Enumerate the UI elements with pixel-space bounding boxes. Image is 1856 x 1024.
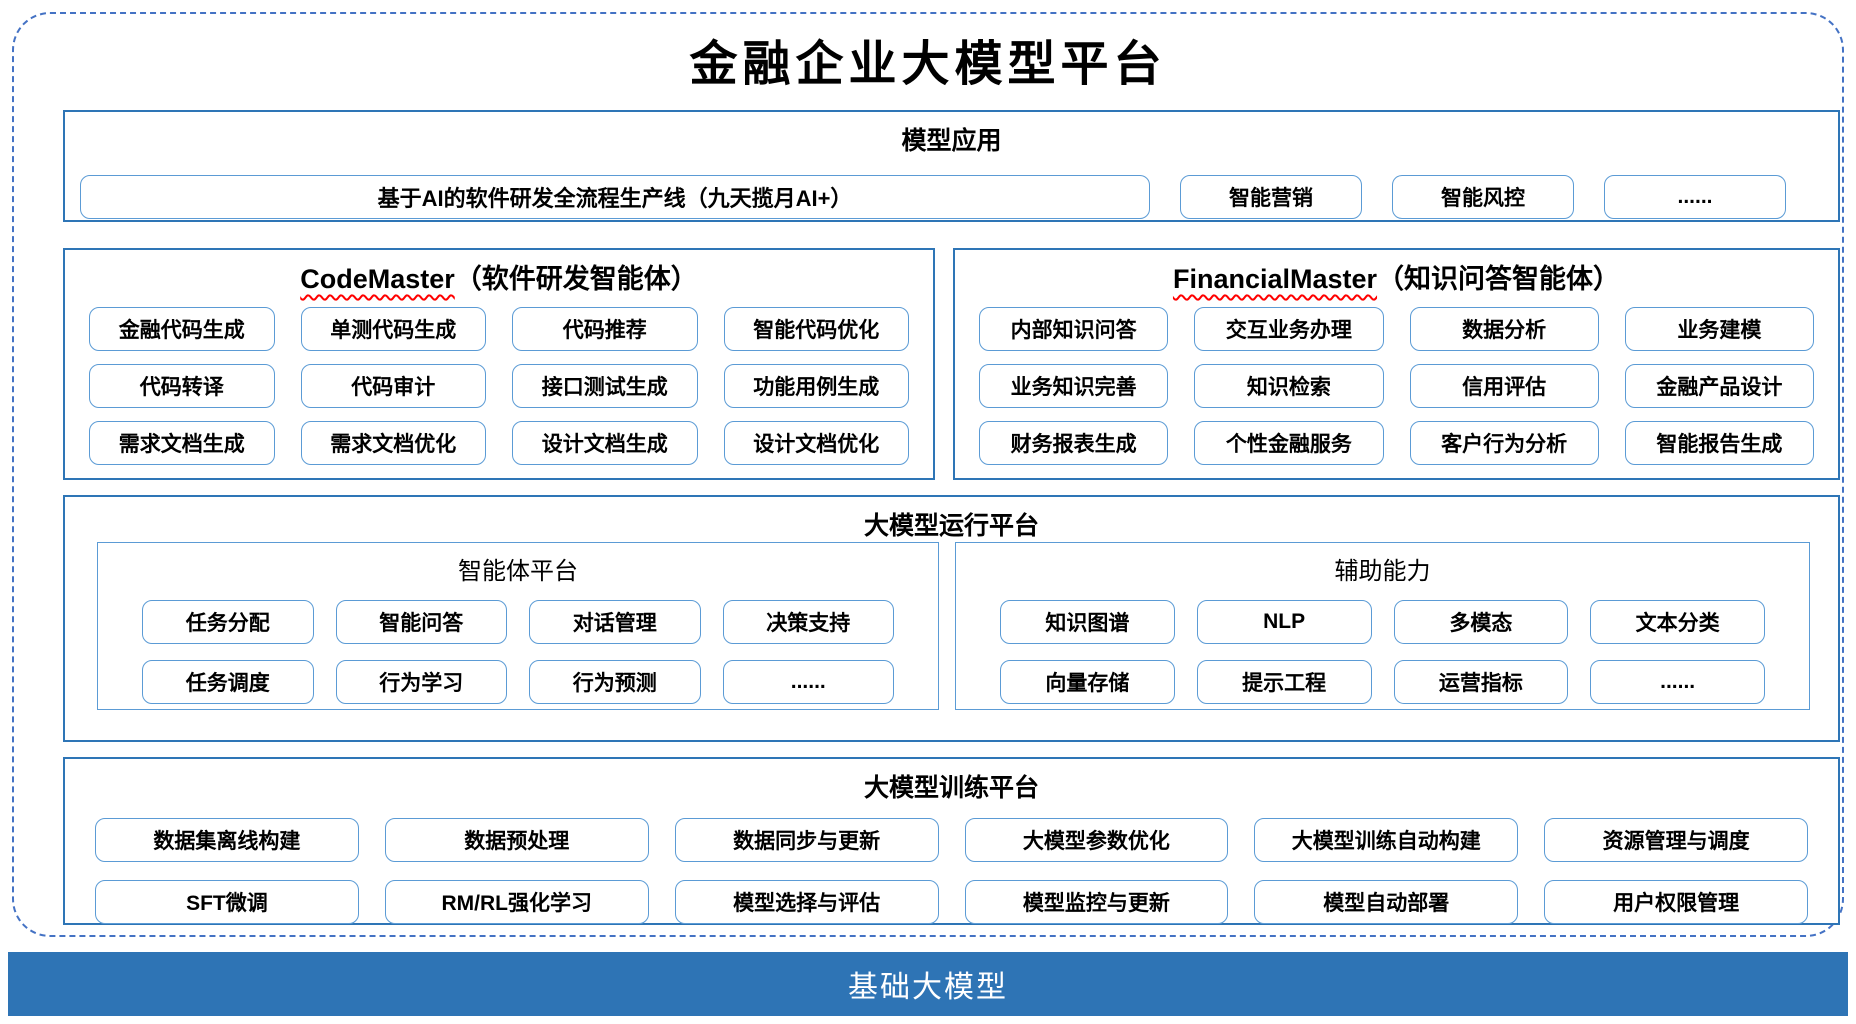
- code-master-item: 代码审计: [300, 364, 486, 408]
- code-master-item: 代码推荐: [512, 307, 698, 351]
- training-item: 数据集离线构建: [95, 818, 359, 862]
- training-platform-grid: 数据集离线构建 数据预处理 数据同步与更新 大模型参数优化 大模型训练自动构建 …: [95, 818, 1808, 924]
- agent-platform-grid: 任务分配 智能问答 对话管理 决策支持 任务调度 行为学习 行为预测 .....…: [142, 600, 894, 704]
- financial-master-item: 智能报告生成: [1624, 421, 1814, 465]
- code-master-subtitle: （软件研发智能体）: [454, 264, 698, 294]
- agent-platform-item: 任务分配: [142, 600, 314, 644]
- aux-ability-item: 多模态: [1393, 600, 1569, 644]
- model-application-row: 基于AI的软件研发全流程生产线（九天揽月AI+） 智能营销 智能风控 .....…: [80, 175, 1786, 219]
- section-training-platform: 大模型训练平台 数据集离线构建 数据预处理 数据同步与更新 大模型参数优化 大模…: [63, 757, 1840, 925]
- financial-master-item: 金融产品设计: [1624, 364, 1814, 408]
- aux-ability-item: ......: [1590, 660, 1765, 704]
- section-model-application: 模型应用 基于AI的软件研发全流程生产线（九天揽月AI+） 智能营销 智能风控 …: [63, 110, 1840, 222]
- base-model-label: 基础大模型: [848, 971, 1008, 1004]
- agent-platform-item: 智能问答: [335, 600, 507, 644]
- section-runtime-platform: 大模型运行平台 智能体平台 任务分配 智能问答 对话管理 决策支持 任务调度 行…: [63, 495, 1840, 742]
- subsection-aux-ability: 辅助能力 知识图谱 NLP 多模态 文本分类 向量存储 提示工程 运营指标 ..…: [955, 542, 1810, 710]
- financial-master-name: FinancialMaster: [1172, 264, 1378, 294]
- financial-master-item: 个性金融服务: [1194, 421, 1384, 465]
- aux-ability-title: 辅助能力: [1334, 558, 1431, 585]
- runtime-platform-title: 大模型运行平台: [863, 512, 1039, 540]
- code-master-item: 单测代码生成: [300, 307, 486, 351]
- financial-master-item: 财务报表生成: [979, 421, 1169, 465]
- training-item: RM/RL强化学习: [384, 880, 649, 924]
- page-title: 金融企业大模型平台: [689, 36, 1167, 92]
- financial-master-title: FinancialMaster（知识问答智能体）: [955, 257, 1838, 296]
- section-financial-master: FinancialMaster（知识问答智能体） 内部知识问答 交互业务办理 数…: [953, 248, 1840, 480]
- aux-ability-item: NLP: [1196, 600, 1372, 644]
- financial-master-item: 业务知识完善: [979, 364, 1169, 408]
- code-master-item: 需求文档优化: [300, 421, 486, 465]
- code-master-item: 设计文档生成: [512, 421, 698, 465]
- code-master-name: CodeMaster: [300, 264, 455, 294]
- code-master-grid: 金融代码生成 单测代码生成 代码推荐 智能代码优化 代码转译 代码审计 接口测试…: [89, 307, 909, 465]
- subsection-agent-platform: 智能体平台 任务分配 智能问答 对话管理 决策支持 任务调度 行为学习 行为预测…: [97, 542, 939, 710]
- code-master-item: 智能代码优化: [723, 307, 909, 351]
- code-master-title: CodeMaster（软件研发智能体）: [65, 257, 933, 296]
- code-master-item: 功能用例生成: [723, 364, 909, 408]
- app-box-smart-marketing: 智能营销: [1180, 175, 1362, 219]
- training-item: 资源管理与调度: [1544, 818, 1808, 862]
- training-item: SFT微调: [95, 880, 359, 924]
- financial-master-item: 交互业务办理: [1194, 307, 1384, 351]
- app-box-ai-software-pipeline: 基于AI的软件研发全流程生产线（九天揽月AI+）: [80, 175, 1150, 219]
- training-item: 大模型训练自动构建: [1254, 818, 1519, 862]
- code-master-item: 设计文档优化: [723, 421, 909, 465]
- training-item: 用户权限管理: [1544, 880, 1808, 924]
- training-item: 数据同步与更新: [674, 818, 939, 862]
- training-item: 大模型参数优化: [964, 818, 1229, 862]
- financial-master-subtitle: （知识问答智能体）: [1377, 264, 1621, 294]
- agent-platform-item: 行为学习: [335, 660, 507, 704]
- aux-ability-item: 运营指标: [1393, 660, 1569, 704]
- training-item: 模型选择与评估: [674, 880, 939, 924]
- app-box-smart-risk-control: 智能风控: [1392, 175, 1574, 219]
- financial-master-item: 数据分析: [1409, 307, 1599, 351]
- aux-ability-grid: 知识图谱 NLP 多模态 文本分类 向量存储 提示工程 运营指标 ......: [1000, 600, 1765, 704]
- runtime-platform-body: 智能体平台 任务分配 智能问答 对话管理 决策支持 任务调度 行为学习 行为预测…: [97, 542, 1810, 710]
- aux-ability-item: 知识图谱: [1000, 600, 1175, 644]
- agent-platform-title: 智能体平台: [458, 558, 578, 585]
- training-platform-title: 大模型训练平台: [863, 774, 1039, 802]
- code-master-item: 需求文档生成: [89, 421, 275, 465]
- aux-ability-item: 提示工程: [1196, 660, 1372, 704]
- financial-master-item: 内部知识问答: [979, 307, 1169, 351]
- training-item: 数据预处理: [384, 818, 649, 862]
- agent-platform-item: 任务调度: [142, 660, 314, 704]
- aux-ability-item: 文本分类: [1590, 600, 1765, 644]
- section-code-master: CodeMaster（软件研发智能体） 金融代码生成 单测代码生成 代码推荐 智…: [63, 248, 935, 480]
- agent-platform-item: 决策支持: [722, 600, 894, 644]
- agent-platform-item: ......: [722, 660, 894, 704]
- app-box-more: ......: [1604, 175, 1786, 219]
- financial-master-grid: 内部知识问答 交互业务办理 数据分析 业务建模 业务知识完善 知识检索 信用评估…: [979, 307, 1814, 465]
- training-item: 模型监控与更新: [964, 880, 1229, 924]
- financial-master-item: 知识检索: [1194, 364, 1384, 408]
- aux-ability-item: 向量存储: [1000, 660, 1175, 704]
- code-master-item: 金融代码生成: [89, 307, 275, 351]
- financial-master-item: 信用评估: [1409, 364, 1599, 408]
- model-application-title: 模型应用: [901, 127, 1002, 155]
- agent-platform-item: 行为预测: [529, 660, 701, 704]
- base-model-bar: 基础大模型: [8, 952, 1848, 1016]
- agent-platform-item: 对话管理: [529, 600, 701, 644]
- financial-master-item: 客户行为分析: [1409, 421, 1599, 465]
- training-item: 模型自动部署: [1254, 880, 1519, 924]
- financial-master-item: 业务建模: [1624, 307, 1814, 351]
- code-master-item: 代码转译: [89, 364, 275, 408]
- code-master-item: 接口测试生成: [512, 364, 698, 408]
- outer-dashed-border: [12, 12, 1844, 937]
